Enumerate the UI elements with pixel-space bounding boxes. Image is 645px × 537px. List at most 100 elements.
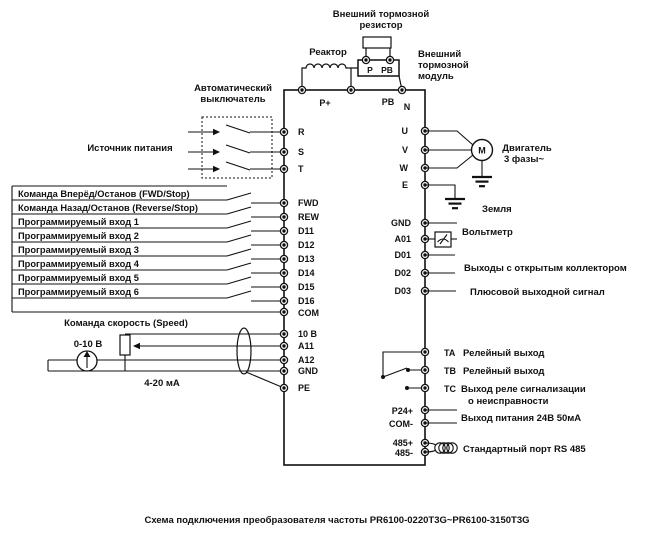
terminal-gnd-left: GND bbox=[298, 366, 319, 376]
brake-resistor-section: Внешний тормозной резистор bbox=[333, 9, 430, 60]
terminal-fwd: FWD bbox=[298, 198, 319, 208]
terminal-dot bbox=[279, 296, 289, 306]
supply-rs485-section: P24+ COM- Выход питания 24В 50мА 485+ 48… bbox=[389, 405, 586, 458]
terminal-a01: A01 bbox=[394, 234, 411, 244]
terminal-d11: D11 bbox=[298, 226, 314, 236]
terminal-ta: TA bbox=[444, 348, 456, 358]
terminal-dot bbox=[279, 383, 289, 393]
terminal-dot bbox=[420, 383, 430, 393]
terminal-10v: 10 В bbox=[298, 329, 318, 339]
terminal-dot bbox=[279, 147, 289, 157]
terminal-d01: D01 bbox=[394, 250, 411, 260]
switch-blade bbox=[226, 276, 252, 285]
motor-letter: M bbox=[478, 146, 486, 156]
terminal-pb: PB bbox=[382, 97, 395, 107]
breaker-blade bbox=[225, 144, 251, 154]
power-out-label: Выход питания 24В 50мА bbox=[461, 413, 581, 424]
terminal-dot bbox=[420, 347, 430, 357]
terminal-r: R bbox=[298, 127, 305, 137]
terminal-dot bbox=[385, 55, 395, 65]
switch-blade bbox=[226, 262, 252, 271]
terminal-dot bbox=[397, 85, 407, 95]
diagram-caption: Схема подключения преобразователя частот… bbox=[144, 515, 529, 526]
terminal-dot bbox=[279, 240, 289, 250]
terminal-n: N bbox=[404, 102, 411, 112]
terminal-dot bbox=[279, 212, 289, 222]
terminal-dot bbox=[297, 85, 307, 95]
terminal-d02: D02 bbox=[394, 268, 411, 278]
outputs-section: GND A01 Вольтметр D01 D02 Выходы с откры… bbox=[391, 218, 627, 298]
terminal-dot bbox=[346, 85, 356, 95]
breaker-label-2: выключатель bbox=[200, 94, 265, 105]
terminal-u: U bbox=[402, 126, 409, 136]
relay-output-label: Релейный выход bbox=[463, 366, 544, 377]
relay-blade bbox=[382, 367, 408, 378]
brake-resistor-label-2: резистор bbox=[359, 20, 402, 31]
motor-section: U V W E M Двигатель 3 фазы~ Земля bbox=[400, 126, 552, 215]
terminal-dot bbox=[279, 341, 289, 351]
switch-blade bbox=[226, 234, 252, 243]
switch-blade bbox=[226, 220, 252, 229]
input-label: Программируемый вход 2 bbox=[18, 231, 139, 241]
input-label: Команда Вперёд/Останов (FWD/Stop) bbox=[18, 189, 190, 199]
open-collector-label: Выходы с открытым коллектором bbox=[464, 263, 627, 274]
module-terminal-p: P bbox=[367, 65, 373, 75]
terminal-d13: D13 bbox=[298, 254, 315, 264]
brake-module-section: P PB Внешний тормозной модуль bbox=[357, 49, 469, 91]
brake-resistor-icon bbox=[362, 36, 392, 49]
terminal-s: S bbox=[298, 147, 304, 157]
reactor-section: Реактор bbox=[301, 47, 358, 90]
input-label: Программируемый вход 4 bbox=[18, 259, 140, 269]
brake-module-box bbox=[357, 59, 400, 77]
terminal-w: W bbox=[400, 163, 409, 173]
terminal-d16: D16 bbox=[298, 296, 315, 306]
cable-shield-ellipse bbox=[236, 327, 252, 375]
potentiometer bbox=[119, 334, 131, 356]
terminal-d14: D14 bbox=[298, 268, 315, 278]
brake-module-label: Внешний bbox=[418, 49, 461, 60]
earth-ground-icon bbox=[443, 197, 467, 210]
breaker-section: Автоматический выключатель Источник пита… bbox=[87, 83, 305, 179]
terminal-p-plus: P+ bbox=[319, 98, 330, 108]
terminal-dot bbox=[279, 355, 289, 365]
terminal-dot bbox=[279, 307, 289, 317]
relay-common-wire bbox=[382, 351, 425, 376]
brake-resistor-label: Внешний тормозной bbox=[333, 9, 430, 20]
input-label: Программируемый вход 6 bbox=[18, 287, 139, 297]
terminal-485-plus: 485+ bbox=[393, 438, 413, 448]
module-terminal-pb: PB bbox=[381, 65, 393, 75]
input-label: Программируемый вход 1 bbox=[18, 217, 139, 227]
terminal-dot bbox=[279, 282, 289, 292]
terminal-dot bbox=[279, 268, 289, 278]
terminal-a12: A12 bbox=[298, 355, 315, 365]
terminal-d15: D15 bbox=[298, 282, 315, 292]
current-range-label: 4-20 мА bbox=[144, 378, 180, 389]
digital-inputs-section: Команда Вперёд/Останов (FWD/Stop) Команд… bbox=[11, 185, 320, 318]
terminal-dot bbox=[279, 127, 289, 137]
motor-label-2: 3 фазы~ bbox=[504, 154, 544, 165]
ground-icon bbox=[470, 175, 494, 188]
terminal-v: V bbox=[402, 145, 408, 155]
relay-section: TA Релейный выход TB Релейный выход TC В… bbox=[381, 347, 586, 407]
terminal-tc: TC bbox=[444, 384, 456, 394]
terminal-a11: A11 bbox=[298, 341, 314, 351]
switch-blade bbox=[226, 290, 252, 299]
terminal-485-minus: 485- bbox=[395, 448, 413, 458]
plus-signal-label: Плюсовой выходной сигнал bbox=[470, 287, 605, 298]
power-source-label: Источник питания bbox=[87, 143, 172, 154]
breaker-dashed-box bbox=[201, 116, 273, 179]
terminal-p24: P24+ bbox=[392, 406, 413, 416]
terminal-rew: REW bbox=[298, 212, 320, 222]
speed-command-label: Команда скорость (Speed) bbox=[64, 318, 188, 329]
terminal-t: T bbox=[298, 164, 304, 174]
switch-blade bbox=[226, 206, 252, 215]
voltage-range-label: 0-10 В bbox=[74, 339, 103, 350]
terminal-d03: D03 bbox=[394, 286, 411, 296]
terminal-dot bbox=[279, 366, 289, 376]
fault-relay-label-2: о неисправности bbox=[468, 396, 549, 407]
terminal-dot bbox=[279, 226, 289, 236]
rs485-coil-icon bbox=[434, 442, 458, 454]
terminal-pe: PE bbox=[298, 383, 310, 393]
